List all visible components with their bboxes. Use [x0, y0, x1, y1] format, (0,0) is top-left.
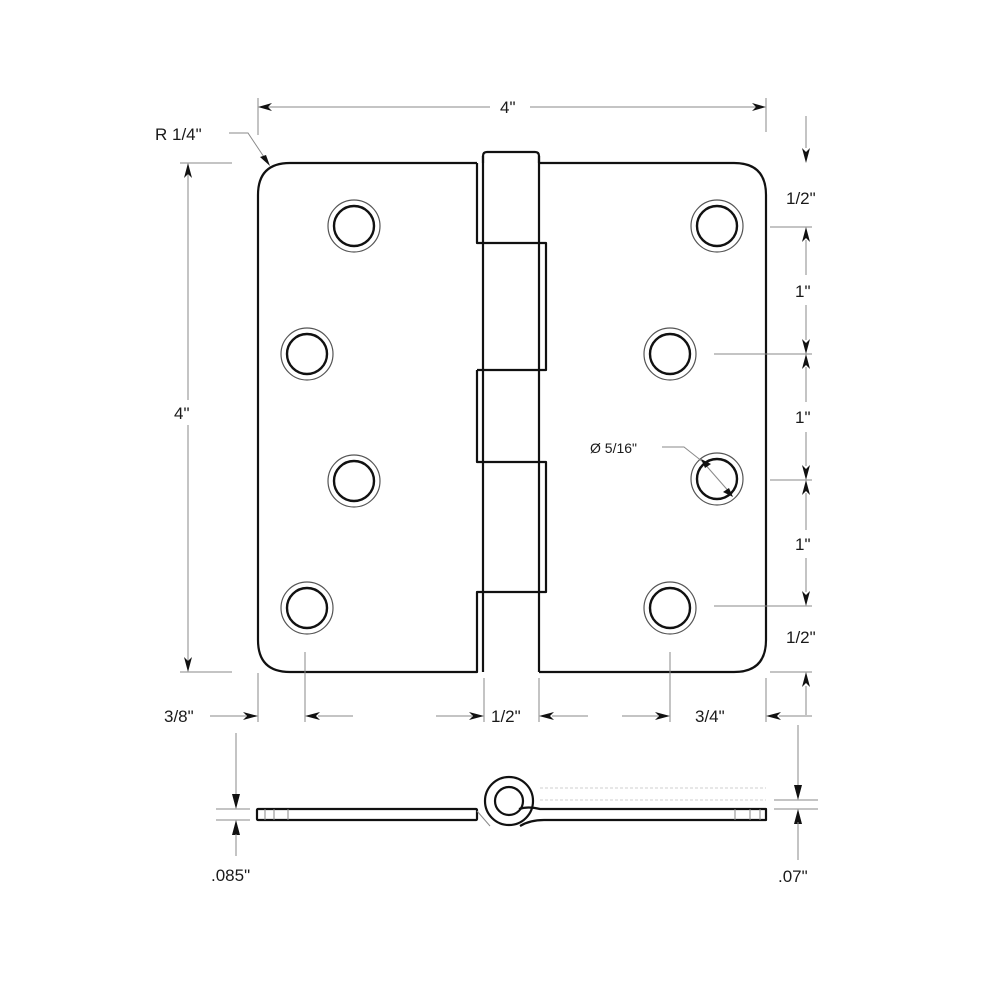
- left-leaf-outline: [256, 161, 483, 674]
- gap-thickness-dimension: .07": [774, 725, 818, 886]
- right-edge-to-hole-label: 3/4": [695, 707, 725, 726]
- overall-width-dimension: 4": [257, 98, 767, 135]
- horizontal-offset-dimensions: 3/8" 1/2" 3/4": [164, 652, 812, 726]
- leaf-thickness-dimension: .085": [211, 733, 250, 885]
- corner-radius-label: R 1/4": [155, 125, 202, 144]
- gap-thickness-label: .07": [778, 867, 808, 886]
- overall-width-label: 4": [500, 98, 516, 117]
- left-edge-to-hole-label: 3/8": [164, 707, 194, 726]
- hole-spacing-2-label: 1": [795, 408, 811, 427]
- bottom-edge-to-hole-label: 1/2": [786, 628, 816, 647]
- knuckle-segment-1: [483, 241, 548, 372]
- top-edge-to-hole-label: 1/2": [786, 189, 816, 208]
- hole-spacing-1-label: 1": [795, 282, 811, 301]
- left-leaf-profile: [255, 807, 479, 822]
- hole-diameter-label: Ø 5/16": [590, 440, 637, 456]
- overall-height-dimension: 4": [174, 162, 232, 673]
- right-leaf-outline: [539, 161, 768, 674]
- front-view: Ø 5/16": [256, 150, 768, 674]
- right-leaf-holes: [643, 199, 744, 635]
- overall-height-label: 4": [174, 404, 190, 423]
- knuckle-width-label: 1/2": [491, 707, 521, 726]
- leaf-thickness-label: .085": [211, 866, 250, 885]
- right-leaf-profile: [518, 806, 768, 827]
- barrel-inner: [493, 785, 525, 817]
- left-leaf-holes: [280, 199, 381, 635]
- hole-spacing-dimension-chain: 1/2" 1" 1" 1" 1/2": [714, 116, 816, 715]
- corner-radius-callout: R 1/4": [155, 125, 270, 166]
- hinge-pin-cap: [481, 150, 541, 163]
- knuckle-segment-2: [483, 460, 548, 594]
- hole-spacing-3-label: 1": [795, 535, 811, 554]
- barrel-outer: [483, 775, 535, 827]
- hole-diameter-callout: Ø 5/16": [590, 440, 733, 497]
- side-profile-view: .085" .07": [211, 725, 818, 886]
